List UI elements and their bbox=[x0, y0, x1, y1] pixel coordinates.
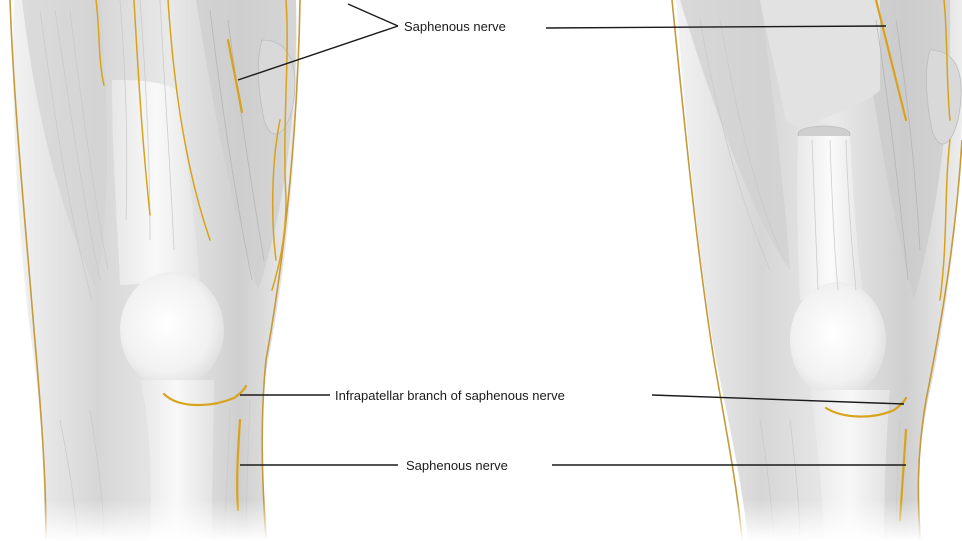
label-saphenous-nerve-top: Saphenous nerve bbox=[404, 19, 506, 34]
right-knee bbox=[660, 0, 962, 541]
left-patella bbox=[120, 272, 224, 388]
left-knee bbox=[0, 0, 310, 541]
labels: Saphenous nerve Infrapatellar branch of … bbox=[330, 16, 652, 475]
leader-top-left-upper bbox=[348, 4, 398, 26]
right-patella bbox=[790, 282, 886, 398]
label-saphenous-nerve-bottom: Saphenous nerve bbox=[406, 458, 508, 473]
label-infrapatellar-branch: Infrapatellar branch of saphenous nerve bbox=[335, 388, 565, 403]
